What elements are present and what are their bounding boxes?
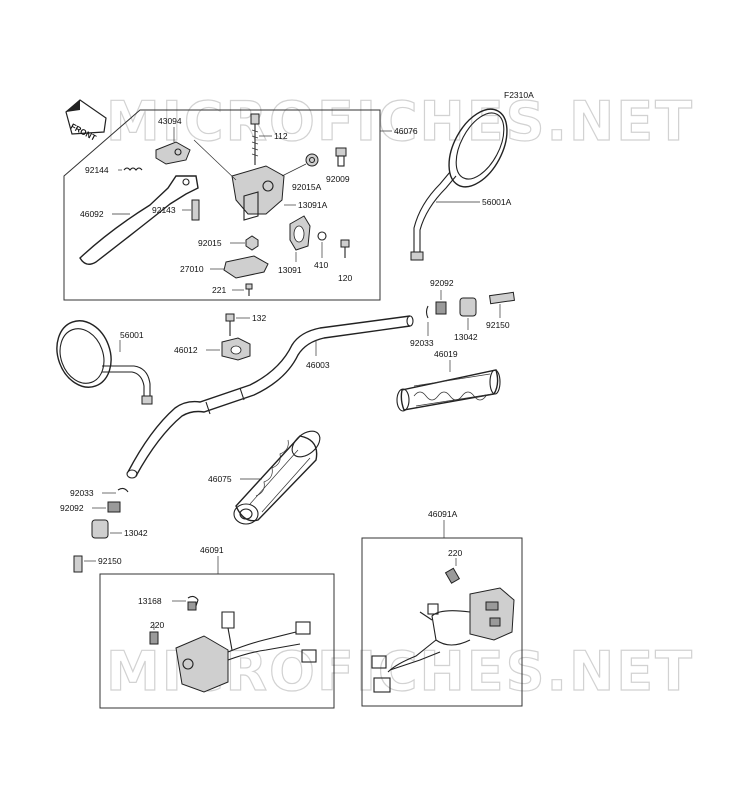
part-46091A-switch [371,587,515,693]
part-46091-switch [175,611,317,693]
label-410: 410 [314,260,328,270]
label-56001: 56001 [120,330,144,340]
figure-code: F2310A [504,90,534,100]
label-220-right: 220 [448,548,462,558]
part-92033-clip-right: 92033 [410,305,434,348]
part-220-screw-left: 220 [149,620,164,645]
part-120-bolt: 120 [338,239,352,283]
label-46075: 46075 [208,474,232,484]
label-46012: 46012 [174,345,198,355]
part-132-bolt: 132 [225,313,266,336]
part-46075-grip: 46075 [208,430,321,525]
switch-46091-box [99,573,335,709]
label-92015A: 92015A [292,182,322,192]
part-221-screw: 221 [212,283,253,296]
part-13091A-holder: 13091A [193,139,328,221]
part-13042-weight-left: 13042 [91,519,148,539]
part-13091-clamp: 13091 [278,215,311,275]
label-92015: 92015 [198,238,222,248]
part-92009-screw: 92009 [326,147,350,184]
label-46092: 46092 [80,209,104,219]
label-43094: 43094 [158,116,182,126]
label-92092-right: 92092 [430,278,454,288]
part-56001A-mirror: 56001A [410,108,512,261]
part-220-screw-right: 220 [444,548,462,584]
part-92033-clip-left: 92033 [70,487,129,498]
part-92092-weight: 92092 [430,278,454,315]
part-56001-mirror: 56001 [56,320,153,405]
part-13168-spring: 13168 [138,595,199,611]
part-92150-bolt-left: 92150 [73,555,122,573]
label-56001A: 56001A [482,197,512,207]
part-46012-holder: 46012 [174,337,251,361]
label-46091A: 46091A [428,509,458,519]
label-120: 120 [338,273,352,283]
label-132: 132 [252,313,266,323]
part-92144-spring: 92144 [85,165,143,175]
part-27010-switch: 27010 [180,255,269,279]
watermark-top: MICROFICHES.NET [106,90,694,153]
label-13091: 13091 [278,265,302,275]
label-112: 112 [274,131,288,141]
part-92150-bolt-right: 92150 [486,291,516,330]
front-arrow-icon: FRONT [65,99,107,143]
part-92143-pin: 92143 [152,199,200,221]
label-46019: 46019 [434,349,458,359]
part-46003-handlebar: 46003 [126,315,414,479]
part-46019-grip: 46019 [396,349,501,412]
part-410-washer: 410 [314,231,328,270]
label-13042-left: 13042 [124,528,148,538]
label-92150-left: 92150 [98,556,122,566]
label-13168: 13168 [138,596,162,606]
label-92033-right: 92033 [410,338,434,348]
part-46092-lever: 46092 [79,175,199,265]
label-92009: 92009 [326,174,350,184]
label-220-left: 220 [150,620,164,630]
part-92092-weight-left: 92092 [60,501,121,513]
label-92092-left: 92092 [60,503,84,513]
label-13042-right: 13042 [454,332,478,342]
label-92150-right: 92150 [486,320,510,330]
label-92033-left: 92033 [70,488,94,498]
label-221: 221 [212,285,226,295]
clutch-group-box [63,109,381,301]
label-46091: 46091 [200,545,224,555]
part-92015-nut: 92015 [198,235,259,251]
part-13042-weight: 13042 [454,297,478,342]
label-92143: 92143 [152,205,176,215]
label-46003: 46003 [306,360,330,370]
label-27010: 27010 [180,264,204,274]
part-112-bolt: 112 [250,113,288,165]
part-43094: 43094 [155,116,191,165]
switch-46091A-box [361,537,523,707]
part-92015A-nut: 92015A [281,153,322,192]
label-13091A: 13091A [298,200,328,210]
label-46076: 46076 [394,126,418,136]
label-92144: 92144 [85,165,109,175]
